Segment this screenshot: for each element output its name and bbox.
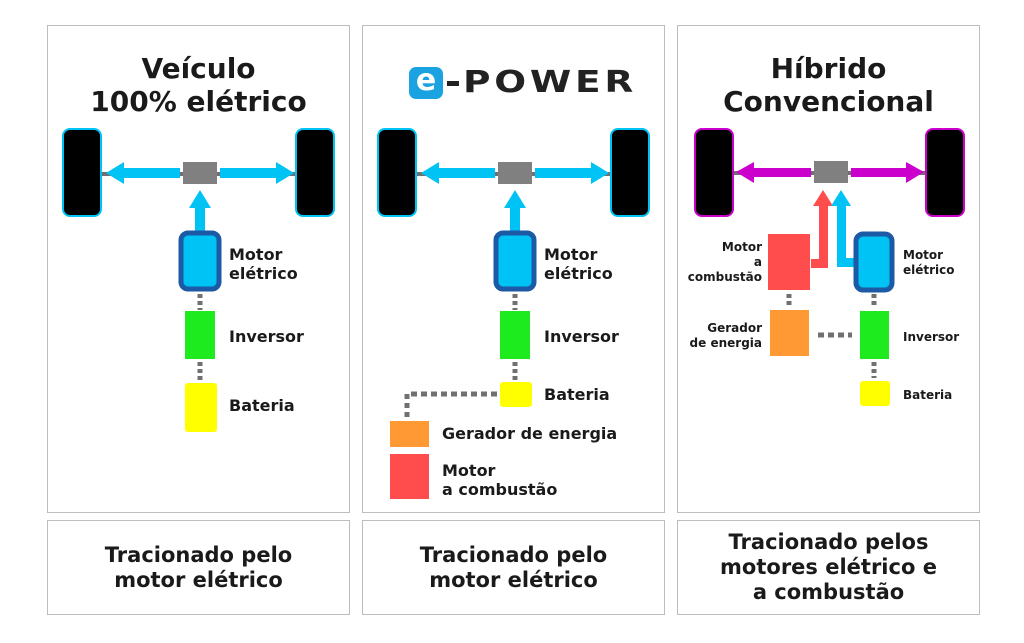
combustion-drive-arrow <box>811 190 833 268</box>
panel-title: Veículo 100% elétrico <box>90 52 307 118</box>
drive-arrows <box>736 162 924 183</box>
epower-logo: e POWER <box>409 66 633 101</box>
differential-hub <box>814 161 848 183</box>
battery-label: Bateria <box>229 396 295 415</box>
drive-arrows <box>106 162 294 232</box>
electric-motor <box>853 231 895 293</box>
electric-motor <box>493 230 537 292</box>
generator-label: Gerador de energia <box>442 424 618 443</box>
left-wheel <box>62 128 102 217</box>
differential-hub <box>498 162 532 184</box>
electric-motor <box>178 230 222 292</box>
inverter <box>500 311 530 359</box>
differential-hub <box>183 162 217 184</box>
right-wheel <box>295 128 335 217</box>
combustion-engine <box>390 454 429 499</box>
electric-vehicle-diagram <box>62 128 335 432</box>
inverter-label: Inversor <box>229 327 304 346</box>
inverter-label: Inversor <box>544 327 619 346</box>
footer-text: Tracionado pelos motores elétrico e a co… <box>720 530 937 604</box>
panel-conventional-hybrid: Híbrido Convencional <box>677 25 980 513</box>
combustion-engine <box>768 234 810 290</box>
motor-label: Motor elétrico <box>544 245 613 283</box>
footer-epower: Tracionado pelo motor elétrico <box>362 520 665 615</box>
panel-title: Híbrido Convencional <box>723 52 934 118</box>
epower-diagram <box>377 128 650 499</box>
inverter-label: Inversor <box>903 330 960 344</box>
hybrid-diagram <box>694 128 965 406</box>
motor-label: Motor elétrico <box>903 248 955 277</box>
drive-arrows <box>421 162 609 232</box>
footer-conventional-hybrid: Tracionado pelos motores elétrico e a co… <box>677 520 980 615</box>
combustion-label: Motor a combustão <box>687 240 762 284</box>
panel-epower: e POWER Motor elétrico Inversor Bateria … <box>362 25 665 513</box>
power-generator <box>770 310 809 356</box>
combustion-label: Motor a combustão <box>442 461 558 499</box>
right-wheel <box>610 128 650 217</box>
left-wheel <box>694 128 734 217</box>
epower-logo-dash <box>447 81 459 86</box>
motor-label: Motor elétrico <box>229 245 298 283</box>
epower-logo-e: e <box>409 66 443 99</box>
power-generator <box>390 421 429 447</box>
battery <box>185 383 217 432</box>
panel-electric-vehicle: Veículo 100% elétrico Motor elétrico Inv… <box>47 25 350 513</box>
generator-label: Gerador de energia <box>689 321 762 350</box>
battery <box>860 381 890 406</box>
inverter <box>860 311 889 359</box>
right-wheel <box>925 128 965 217</box>
footer-text: Tracionado pelo motor elétrico <box>419 542 608 592</box>
left-wheel <box>377 128 417 217</box>
battery <box>500 382 532 407</box>
epower-logo-text: POWER <box>463 65 637 100</box>
inverter <box>185 311 215 359</box>
footer-electric-vehicle: Tracionado pelo motor elétrico <box>47 520 350 615</box>
battery-label: Bateria <box>903 388 953 402</box>
battery-label: Bateria <box>544 385 610 404</box>
electric-drive-arrow <box>831 190 855 267</box>
footer-text: Tracionado pelo motor elétrico <box>104 542 293 592</box>
